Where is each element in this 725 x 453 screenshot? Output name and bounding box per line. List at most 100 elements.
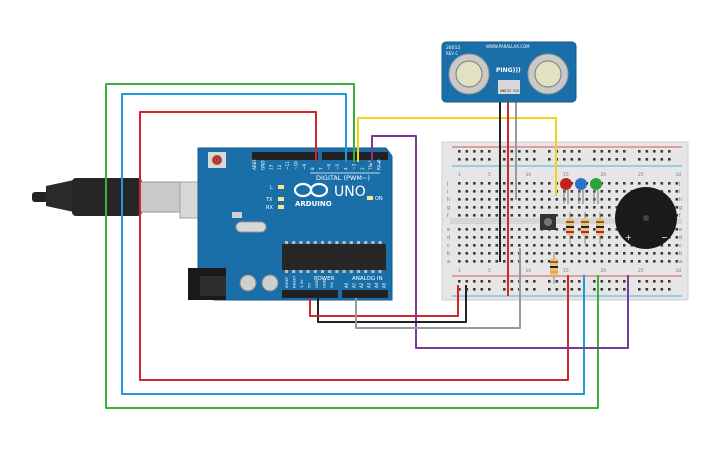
breadboard-hole — [563, 260, 566, 263]
breadboard-hole — [593, 228, 596, 231]
chip-pin — [342, 241, 346, 244]
breadboard-hole — [533, 252, 536, 255]
breadboard-hole — [585, 214, 589, 217]
breadboard-hole — [623, 182, 626, 185]
reset-button-cap[interactable] — [212, 155, 222, 165]
chip-pin — [357, 270, 360, 273]
breadboard-hole — [510, 244, 514, 247]
buzzer-hole — [643, 215, 649, 221]
breadboard-hole — [495, 252, 499, 255]
row-letter: h — [679, 197, 682, 203]
breadboard-rail-hole — [510, 288, 514, 291]
sensor-brand: WWW.PARALLAX.COM — [486, 44, 530, 49]
breadboard-rail-hole — [623, 150, 626, 153]
breadboard-hole — [480, 214, 484, 217]
power-pin-label: GND — [314, 279, 319, 288]
breadboard-hole — [465, 190, 469, 193]
breadboard-hole — [533, 214, 536, 217]
power-pin-label: 3.3V — [299, 279, 304, 288]
breadboard-rail-hole — [480, 150, 484, 153]
breadboard-hole — [503, 236, 506, 239]
breadboard-hole — [495, 260, 499, 263]
breadboard-rail-hole — [668, 158, 671, 161]
breadboard-rail-hole — [623, 288, 626, 291]
breadboard-hole — [608, 252, 611, 255]
breadboard-hole — [503, 228, 506, 231]
chip-pin — [313, 241, 317, 244]
breadboard-rail-hole — [480, 288, 484, 291]
breadboard-hole — [510, 228, 514, 231]
breadboard-hole — [465, 206, 469, 209]
analog-pin-label: A0 — [344, 282, 349, 288]
breadboard-rail-hole — [458, 150, 461, 153]
chip-pin — [378, 241, 382, 244]
sensor-transducer-right-inner — [534, 60, 562, 88]
breadboard-hole — [458, 214, 461, 217]
breadboard-hole — [675, 252, 679, 255]
breadboard-rail-hole — [548, 280, 551, 283]
power-pin-label: RESET — [292, 275, 297, 288]
breadboard-hole — [615, 244, 619, 247]
push-button-cap[interactable] — [544, 218, 552, 226]
breadboard-hole — [563, 236, 566, 239]
breadboard-hole — [510, 206, 514, 209]
top-pin-label: 12 — [277, 164, 282, 170]
power-pin-label: 5V — [307, 283, 312, 288]
breadboard-hole — [488, 214, 491, 217]
row-letter: g — [447, 205, 450, 211]
breadboard-hole — [525, 260, 529, 263]
breadboard-hole — [473, 244, 476, 247]
breadboard-hole — [473, 214, 476, 217]
usb-strain-relief — [46, 180, 74, 212]
breadboard-hole — [503, 252, 506, 255]
breadboard-hole — [465, 252, 469, 255]
top-pin-label: ~9 — [302, 163, 307, 170]
breadboard-hole — [570, 236, 574, 239]
row-letter: i — [447, 189, 448, 195]
breadboard-hole — [540, 244, 544, 247]
top-pin-label: ~6 — [327, 163, 332, 170]
breadboard-hole — [615, 228, 619, 231]
breadboard-hole — [480, 182, 484, 185]
breadboard-hole — [533, 260, 536, 263]
breadboard-rail-hole — [488, 158, 491, 161]
breadboard-rail-hole — [488, 288, 491, 291]
breadboard-hole — [458, 206, 461, 209]
breadboard-hole — [480, 244, 484, 247]
breadboard-hole — [533, 244, 536, 247]
breadboard-rail-hole — [548, 158, 551, 161]
row-letter: d — [679, 235, 682, 241]
arduino-brand: ARDUINO — [295, 200, 332, 208]
breadboard-hole — [518, 236, 521, 239]
top-header-left — [252, 152, 318, 160]
row-letter: f — [447, 213, 449, 219]
breadboard-rail-hole — [615, 158, 619, 161]
breadboard-hole — [480, 198, 484, 201]
row-letter: h — [447, 197, 450, 203]
chip-pin — [321, 270, 324, 273]
breadboard-rail-hole — [578, 150, 581, 153]
breadboard-hole — [473, 182, 476, 185]
chip-pin — [292, 241, 296, 244]
sensor-part-no: 28015 — [446, 45, 460, 51]
top-pin-label: 13 — [269, 164, 274, 170]
breadboard-hole — [570, 198, 574, 201]
capacitor-1 — [239, 274, 257, 292]
breadboard-hole — [608, 228, 611, 231]
breadboard-rail-hole — [458, 288, 461, 291]
breadboard-hole — [518, 244, 521, 247]
power-pin-label: IOREF — [284, 277, 289, 288]
breadboard-rail-hole — [608, 288, 611, 291]
breadboard-hole — [540, 182, 544, 185]
led-label-l: L — [270, 185, 273, 191]
breadboard-hole — [488, 244, 491, 247]
led-blue-head — [575, 178, 587, 190]
breadboard-hole — [510, 236, 514, 239]
breadboard-rail-hole — [458, 280, 461, 283]
top-pin-label: 2 — [360, 167, 365, 170]
top-pin-label: 7 — [318, 167, 323, 170]
breadboard-hole — [578, 252, 581, 255]
breadboard-hole — [593, 244, 596, 247]
breadboard-hole — [630, 182, 634, 185]
breadboard-hole — [660, 260, 664, 263]
